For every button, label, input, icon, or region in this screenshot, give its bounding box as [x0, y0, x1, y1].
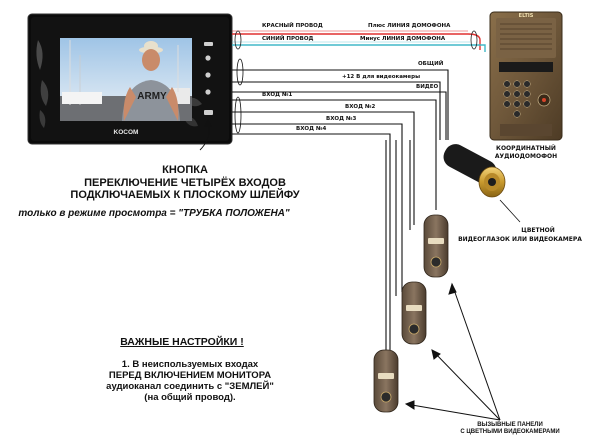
shirt-text: ARMY: [137, 91, 167, 102]
eltis-door-station: ELTIS: [489, 11, 563, 141]
settings-text: 1. В неиспользуемых входах ПЕРЕД ВКЛЮЧЕН…: [70, 359, 310, 404]
power-wire-label: +12 В для видеокамеры: [342, 74, 421, 80]
camera-label-2: ВИДЕОГЛАЗОК ИЛИ ВИДЕОКАМЕРА: [458, 236, 582, 243]
red-wire-label: КРАСНЫЙ ПРОВОД: [262, 23, 323, 29]
monitor-button-4[interactable]: [205, 89, 211, 95]
door-station-brand: ELTIS: [519, 13, 534, 19]
button-note-title: КНОПКА: [162, 164, 208, 176]
minus-line-label: Минус ЛИНИЯ ДОМОФОНА: [360, 36, 446, 42]
button-pointer-arrow: [199, 119, 212, 151]
keypad-key[interactable]: [503, 80, 511, 88]
monitor-side-buttons: [204, 42, 213, 115]
kocom-monitor: ARMY KOCOM: [27, 13, 233, 145]
button-note-line-2: ПЕРЕКЛЮЧЕНИЕ ЧЕТЫРЁХ ВХОДОВ: [84, 176, 286, 189]
monitor-button-3[interactable]: [205, 72, 211, 78]
call-panel-3: [373, 349, 399, 413]
signal-wires: [232, 58, 449, 360]
common-wire-label: ОБЩИЙ: [418, 61, 444, 67]
door-station-label-1: КООРДИНАТНЫЙ: [496, 144, 556, 152]
monitor-brand: KOCOM: [114, 129, 139, 136]
call-panel-2: [401, 281, 427, 345]
panels-label: ВЫЗЫВНЫЕ ПАНЕЛИ С ЦВЕТНЫМИ ВИДЕОКАМЕРАМИ: [440, 422, 580, 436]
keypad-key[interactable]: [513, 100, 521, 108]
button-note-line-4: только в режиме просмотра = "ТРУБКА ПОЛО…: [18, 208, 290, 219]
blue-wire-label: СИНИЙ ПРОВОД: [262, 36, 314, 42]
input-4-label: ВХОД №4: [296, 126, 327, 132]
button-note: КНОПКА ПЕРЕКЛЮЧЕНИЕ ЧЕТЫРЁХ ВХОДОВ ПОДКЛ…: [60, 164, 310, 202]
monitor-button-2[interactable]: [205, 55, 211, 61]
panels-label-1: ВЫЗЫВНЫЕ ПАНЕЛИ: [477, 422, 543, 428]
keypad-key[interactable]: [513, 110, 521, 118]
settings-line-3: аудиоканал соединить с "ЗЕМЛЕЙ": [106, 380, 274, 392]
keypad-key[interactable]: [523, 80, 531, 88]
camera-label-1: ЦВЕТНОЙ: [521, 226, 554, 234]
button-note-line-3: ПОДКЛЮЧАЕМЫХ К ПЛОСКОМУ ШЛЕЙФУ: [70, 189, 300, 202]
keypad-key[interactable]: [503, 100, 511, 108]
keypad-key[interactable]: [513, 80, 521, 88]
door-station-label-2: АУДИОДОМОФОН: [495, 153, 557, 160]
video-peephole-camera: [443, 144, 506, 198]
settings-title: ВАЖНЫЕ НАСТРОЙКИ !: [120, 336, 244, 348]
plus-line-label: Плюс ЛИНИЯ ДОМОФОНА: [368, 23, 451, 29]
video-wire-label: ВИДЕО: [416, 84, 439, 90]
settings-line-1: 1. В неиспользуемых входах: [121, 359, 259, 370]
input-2-label: ВХОД №2: [345, 104, 376, 110]
monitor-screen: [60, 38, 192, 121]
monitor-button-1[interactable]: [204, 42, 213, 46]
keypad-key[interactable]: [523, 90, 531, 98]
input-switch-button[interactable]: [204, 110, 213, 115]
panels-label-2: С ЦВЕТНЫМИ ВИДЕОКАМЕРАМИ: [460, 428, 560, 435]
keypad-key[interactable]: [503, 90, 511, 98]
door-station-keypad: [503, 80, 531, 118]
keypad-key[interactable]: [513, 90, 521, 98]
settings-line-4: (на общий провод).: [144, 391, 236, 403]
call-panel-1: [423, 214, 449, 278]
input-1-label: ВХОД №1: [262, 92, 293, 98]
keypad-key[interactable]: [523, 100, 531, 108]
settings-line-2: ПЕРЕД ВКЛЮЧЕНИЕМ МОНИТОРА: [108, 369, 272, 381]
input-3-label: ВХОД №3: [326, 116, 357, 122]
power-line-wires: [232, 30, 486, 52]
panel-pointer-arrows: [404, 282, 501, 421]
